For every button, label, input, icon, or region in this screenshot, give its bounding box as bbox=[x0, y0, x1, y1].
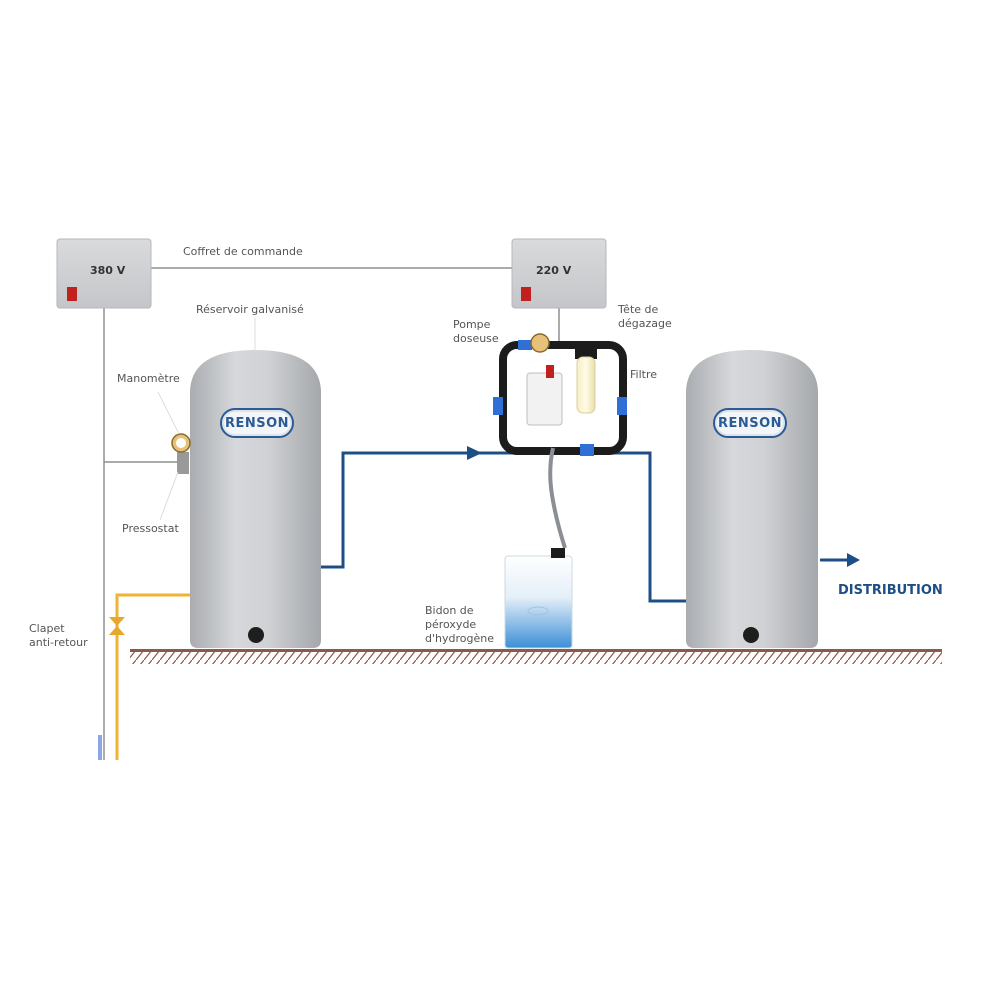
check-valve bbox=[109, 617, 125, 635]
distribution-arrow bbox=[847, 553, 860, 567]
degassing-filter bbox=[575, 343, 597, 414]
label-filter: Filtre bbox=[630, 368, 658, 381]
manometer bbox=[171, 433, 191, 474]
dosing-loop bbox=[493, 340, 627, 456]
label-peroxide-canister: Bidon de péroxyde d'hydrogène bbox=[425, 604, 494, 645]
dosing-pump bbox=[526, 333, 563, 426]
control-box-220v bbox=[511, 238, 607, 309]
label-dosing-pump: Pompe doseuse bbox=[453, 318, 499, 345]
galvanized-tank-left bbox=[190, 350, 321, 648]
control-box-380v bbox=[56, 238, 152, 309]
label-pressure-switch: Pressostat bbox=[122, 522, 179, 535]
peroxide-canister bbox=[504, 548, 573, 649]
label-distribution: DISTRIBUTION bbox=[838, 583, 943, 598]
flow-arrow bbox=[467, 446, 482, 460]
ground bbox=[130, 649, 942, 664]
control-wiring bbox=[103, 267, 560, 760]
voltage-label-380: 380 V bbox=[90, 264, 126, 277]
label-control-box: Coffret de commande bbox=[183, 245, 303, 258]
label-galvanized-tank: Réservoir galvanisé bbox=[196, 303, 304, 316]
dosing-hose bbox=[548, 447, 567, 549]
drain-plug bbox=[743, 627, 759, 643]
renson-logo-right: RENSON bbox=[713, 408, 787, 438]
label-check-valve: Clapet anti-retour bbox=[29, 622, 88, 649]
voltage-label-220: 220 V bbox=[536, 264, 572, 277]
indicator-light bbox=[67, 287, 77, 301]
indicator-light bbox=[521, 287, 531, 301]
galvanized-tank-right bbox=[686, 350, 818, 648]
label-degassing-head: Tête de dégazage bbox=[618, 303, 672, 330]
leader-lines bbox=[157, 318, 256, 521]
renson-logo-left: RENSON bbox=[220, 408, 294, 438]
label-manometer: Manomètre bbox=[117, 372, 180, 385]
inlet-pipe bbox=[115, 593, 190, 760]
drain-plug bbox=[248, 627, 264, 643]
